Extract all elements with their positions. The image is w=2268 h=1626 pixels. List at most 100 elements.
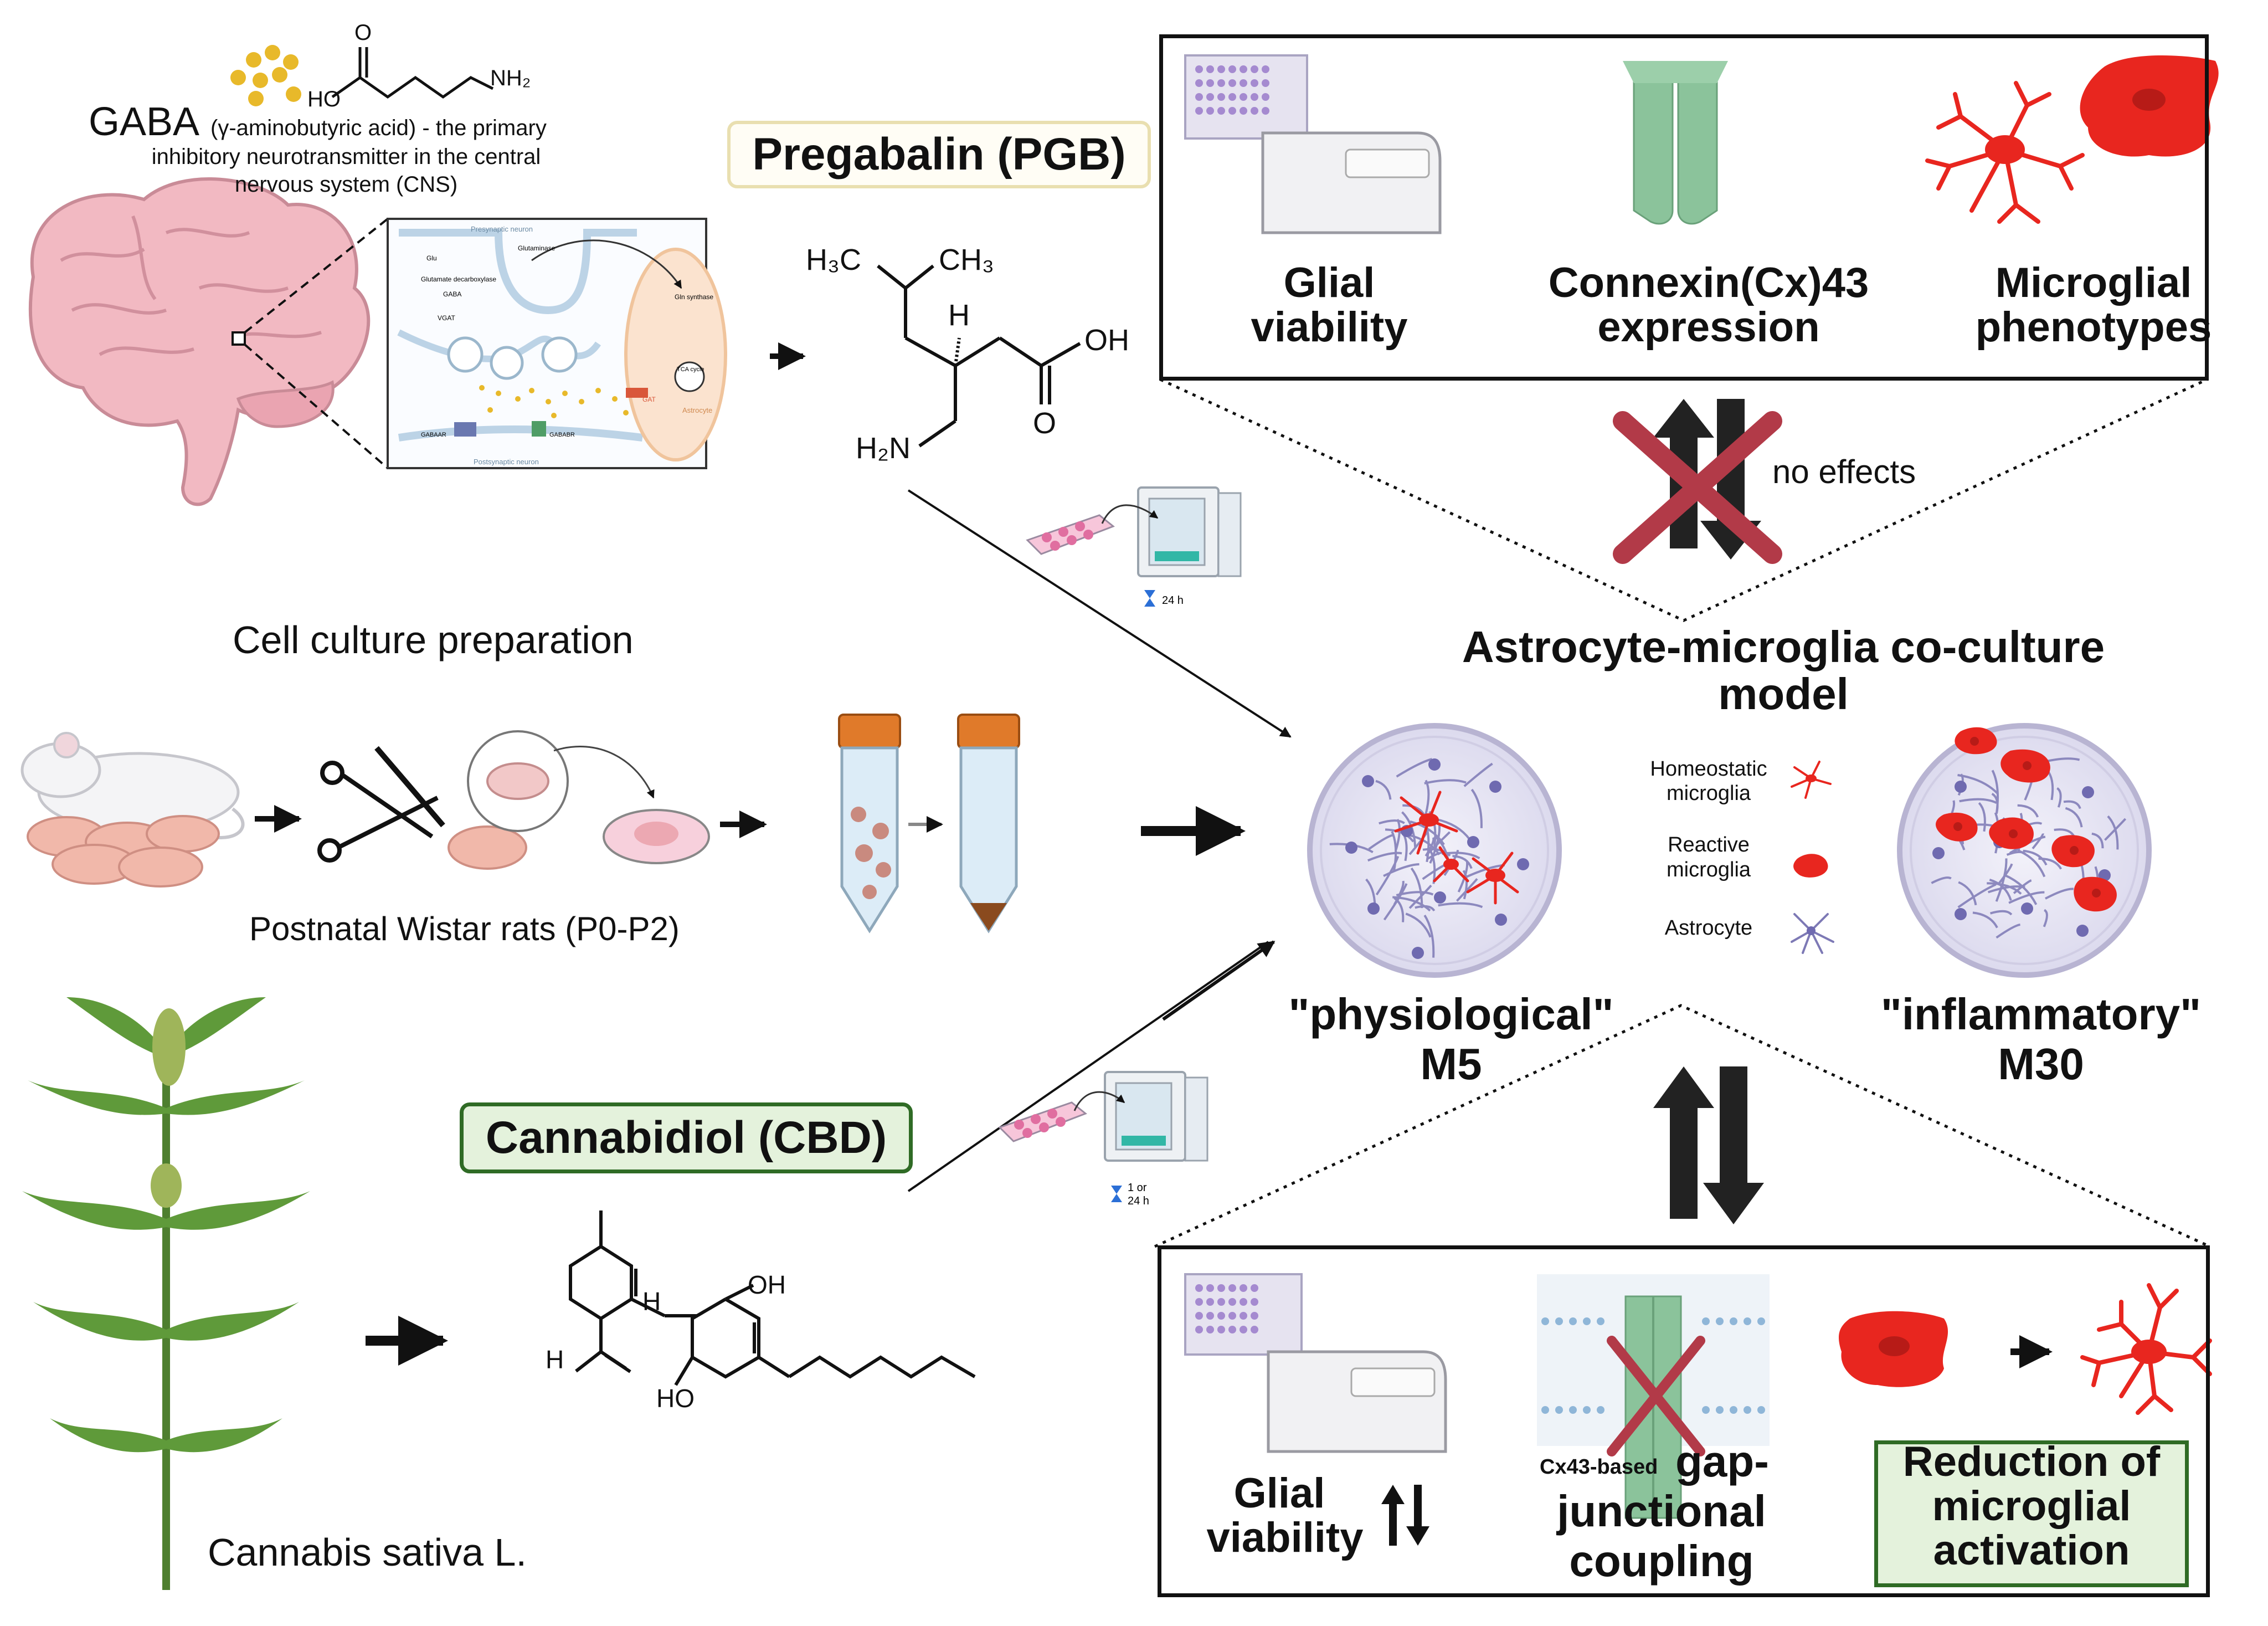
inflammatory-m30-label: M30 bbox=[1998, 1039, 2084, 1089]
astrocyte-process bbox=[1383, 863, 1420, 877]
astrocyte-process bbox=[1429, 825, 1441, 864]
cbd-oh-label: OH bbox=[748, 1270, 786, 1299]
reduction-activation-box bbox=[1874, 1440, 2189, 1587]
legend-astrocyte-icon bbox=[1791, 913, 1834, 954]
gs-label: Gln synthase bbox=[675, 293, 713, 301]
microglia-phenotypes-icon bbox=[1925, 55, 2219, 224]
pregabalin-label: Pregabalin (PGB) bbox=[727, 121, 1151, 188]
cbd-h2-label: H bbox=[546, 1345, 564, 1374]
gaba-ar-label: GABAAR bbox=[421, 432, 446, 438]
tca-label: TCA cycle bbox=[677, 366, 704, 373]
arrow-cbd-to-model-a bbox=[907, 941, 1269, 1192]
gaba-structure bbox=[331, 47, 494, 99]
rat-illustration bbox=[20, 732, 245, 888]
astrocyte-process bbox=[1423, 914, 1435, 958]
astrocyte-process bbox=[1415, 905, 1436, 912]
astrocyte-process bbox=[1396, 758, 1433, 778]
astrocyte-process bbox=[1408, 884, 1432, 909]
astrocyte-process bbox=[1393, 880, 1405, 905]
astrocyte-process bbox=[1470, 788, 1483, 828]
legend-reactive-line2: microglia bbox=[1666, 858, 1751, 881]
astrocyte-process bbox=[1375, 779, 1392, 800]
astrocyte-process bbox=[1987, 882, 2022, 895]
astrocyte-process bbox=[2023, 849, 2048, 866]
astrocyte-process bbox=[2045, 888, 2074, 900]
cannabis-plant-illustration bbox=[22, 997, 310, 1590]
gap-junction-membrane-icon bbox=[1537, 1274, 1770, 1519]
top-glial-line2: viability bbox=[1251, 304, 1408, 351]
bottom-glial-line1: Glial bbox=[1233, 1470, 1325, 1517]
arrow-cbd-to-model-b bbox=[1162, 940, 1276, 1021]
no-effects-label: no effects bbox=[1772, 453, 1916, 490]
astrocyte-process bbox=[1959, 798, 1997, 804]
pgb-h3c-label: H₃C bbox=[806, 243, 861, 276]
astrocyte-process bbox=[1463, 762, 1493, 787]
astrocyte-process bbox=[1987, 885, 2025, 894]
reduction-line1: Reduction of bbox=[1902, 1438, 2161, 1485]
centrifuge-tubes-icon bbox=[838, 714, 1020, 933]
glutaminase-label: Glutaminase bbox=[518, 244, 556, 252]
astrocyte-process bbox=[1367, 852, 1402, 862]
physiological-dish bbox=[1307, 723, 1562, 978]
reduction-line3: activation bbox=[1933, 1527, 2130, 1574]
astrocyte-process bbox=[1424, 779, 1467, 784]
inflammatory-label: "inflammatory" bbox=[1880, 989, 2202, 1039]
astrocyte-process bbox=[1462, 870, 1468, 900]
astrocyte-process bbox=[1991, 770, 1999, 813]
gaba-desc-line1: (γ-aminobutyric acid) - the primary bbox=[210, 116, 547, 140]
astrocyte-process bbox=[1996, 923, 2021, 939]
arrow-pgb-to-model bbox=[907, 489, 1292, 738]
dissection-tools-icon bbox=[317, 746, 445, 863]
gaba-o-label: O bbox=[354, 20, 372, 45]
pgb-o-label: O bbox=[1033, 407, 1057, 440]
astrocyte-process bbox=[1931, 876, 1952, 884]
cbd-structure bbox=[569, 1210, 976, 1386]
inflammatory-dish bbox=[1897, 723, 2152, 978]
astrocyte-process bbox=[2013, 879, 2032, 894]
pup-brain-illustration bbox=[448, 730, 710, 870]
incubator-cbd-icon: 1 or 24 h bbox=[998, 1071, 1208, 1207]
legend-reactive-line1: Reactive bbox=[1668, 833, 1750, 856]
pgb-ch3-label: CH₃ bbox=[939, 243, 994, 276]
bottom-triangle-connector bbox=[1154, 1004, 2211, 1248]
cbd-incubation-time-1: 1 or bbox=[1128, 1182, 1147, 1194]
astrocyte-process bbox=[1405, 912, 1432, 938]
gaba-desc-line2: inhibitory neurotransmitter in the centr… bbox=[151, 145, 541, 169]
astrocyte-process bbox=[1393, 897, 1405, 922]
legend-homeostatic-line2: microglia bbox=[1666, 782, 1751, 805]
astrocyte-process bbox=[2065, 807, 2083, 828]
top-microglial-line2: phenotypes bbox=[1975, 304, 2212, 351]
gap-line2: junctional bbox=[1557, 1486, 1766, 1536]
legend-homeostatic-line1: Homeostatic bbox=[1650, 757, 1767, 781]
gaba-small-label: GABA bbox=[443, 290, 461, 298]
top-results-box bbox=[1159, 34, 2209, 381]
legend-reactive-icon bbox=[1793, 854, 1828, 878]
physiological-label: "physiological" bbox=[1288, 989, 1614, 1039]
cell-culture-subtitle: Postnatal Wistar rats (P0-P2) bbox=[249, 910, 680, 947]
gaba-desc-line3: nervous system (CNS) bbox=[234, 172, 458, 197]
gap-line1: gap- bbox=[1675, 1437, 1769, 1486]
pgb-h-label: H bbox=[948, 299, 970, 332]
updown-arrows-icon bbox=[1381, 1485, 1429, 1546]
cbd-ho-label: HO bbox=[656, 1384, 695, 1413]
astrocyte-process bbox=[1410, 867, 1423, 909]
astrocyte-process bbox=[1407, 833, 1441, 855]
bottom-glial-line2: viability bbox=[1206, 1514, 1364, 1561]
vgat-label: VGAT bbox=[438, 314, 455, 322]
gat-label: GAT bbox=[642, 396, 656, 403]
cx43-based-label: Cx43-based bbox=[1540, 1455, 1658, 1479]
pgb-incubation-time: 24 h bbox=[1162, 594, 1184, 607]
bottom-results-box bbox=[1158, 1245, 2210, 1597]
cell-culture-title: Cell culture preparation bbox=[233, 618, 634, 661]
gad-label: Glutamate decarboxylase bbox=[421, 275, 496, 283]
astrocyte-inset-label: Astrocyte bbox=[682, 406, 712, 414]
gaba-molecules-icon bbox=[230, 45, 301, 106]
pregabalin-structure bbox=[877, 264, 1081, 448]
top-triangle-connector bbox=[1159, 378, 2208, 622]
presynaptic-label: Presynaptic neuron bbox=[471, 225, 533, 233]
cbd-h1-label: H bbox=[642, 1287, 661, 1316]
gap-line3: coupling bbox=[1569, 1536, 1754, 1586]
astrocyte-process bbox=[1997, 863, 2013, 886]
astrocyte-process bbox=[2104, 818, 2127, 841]
